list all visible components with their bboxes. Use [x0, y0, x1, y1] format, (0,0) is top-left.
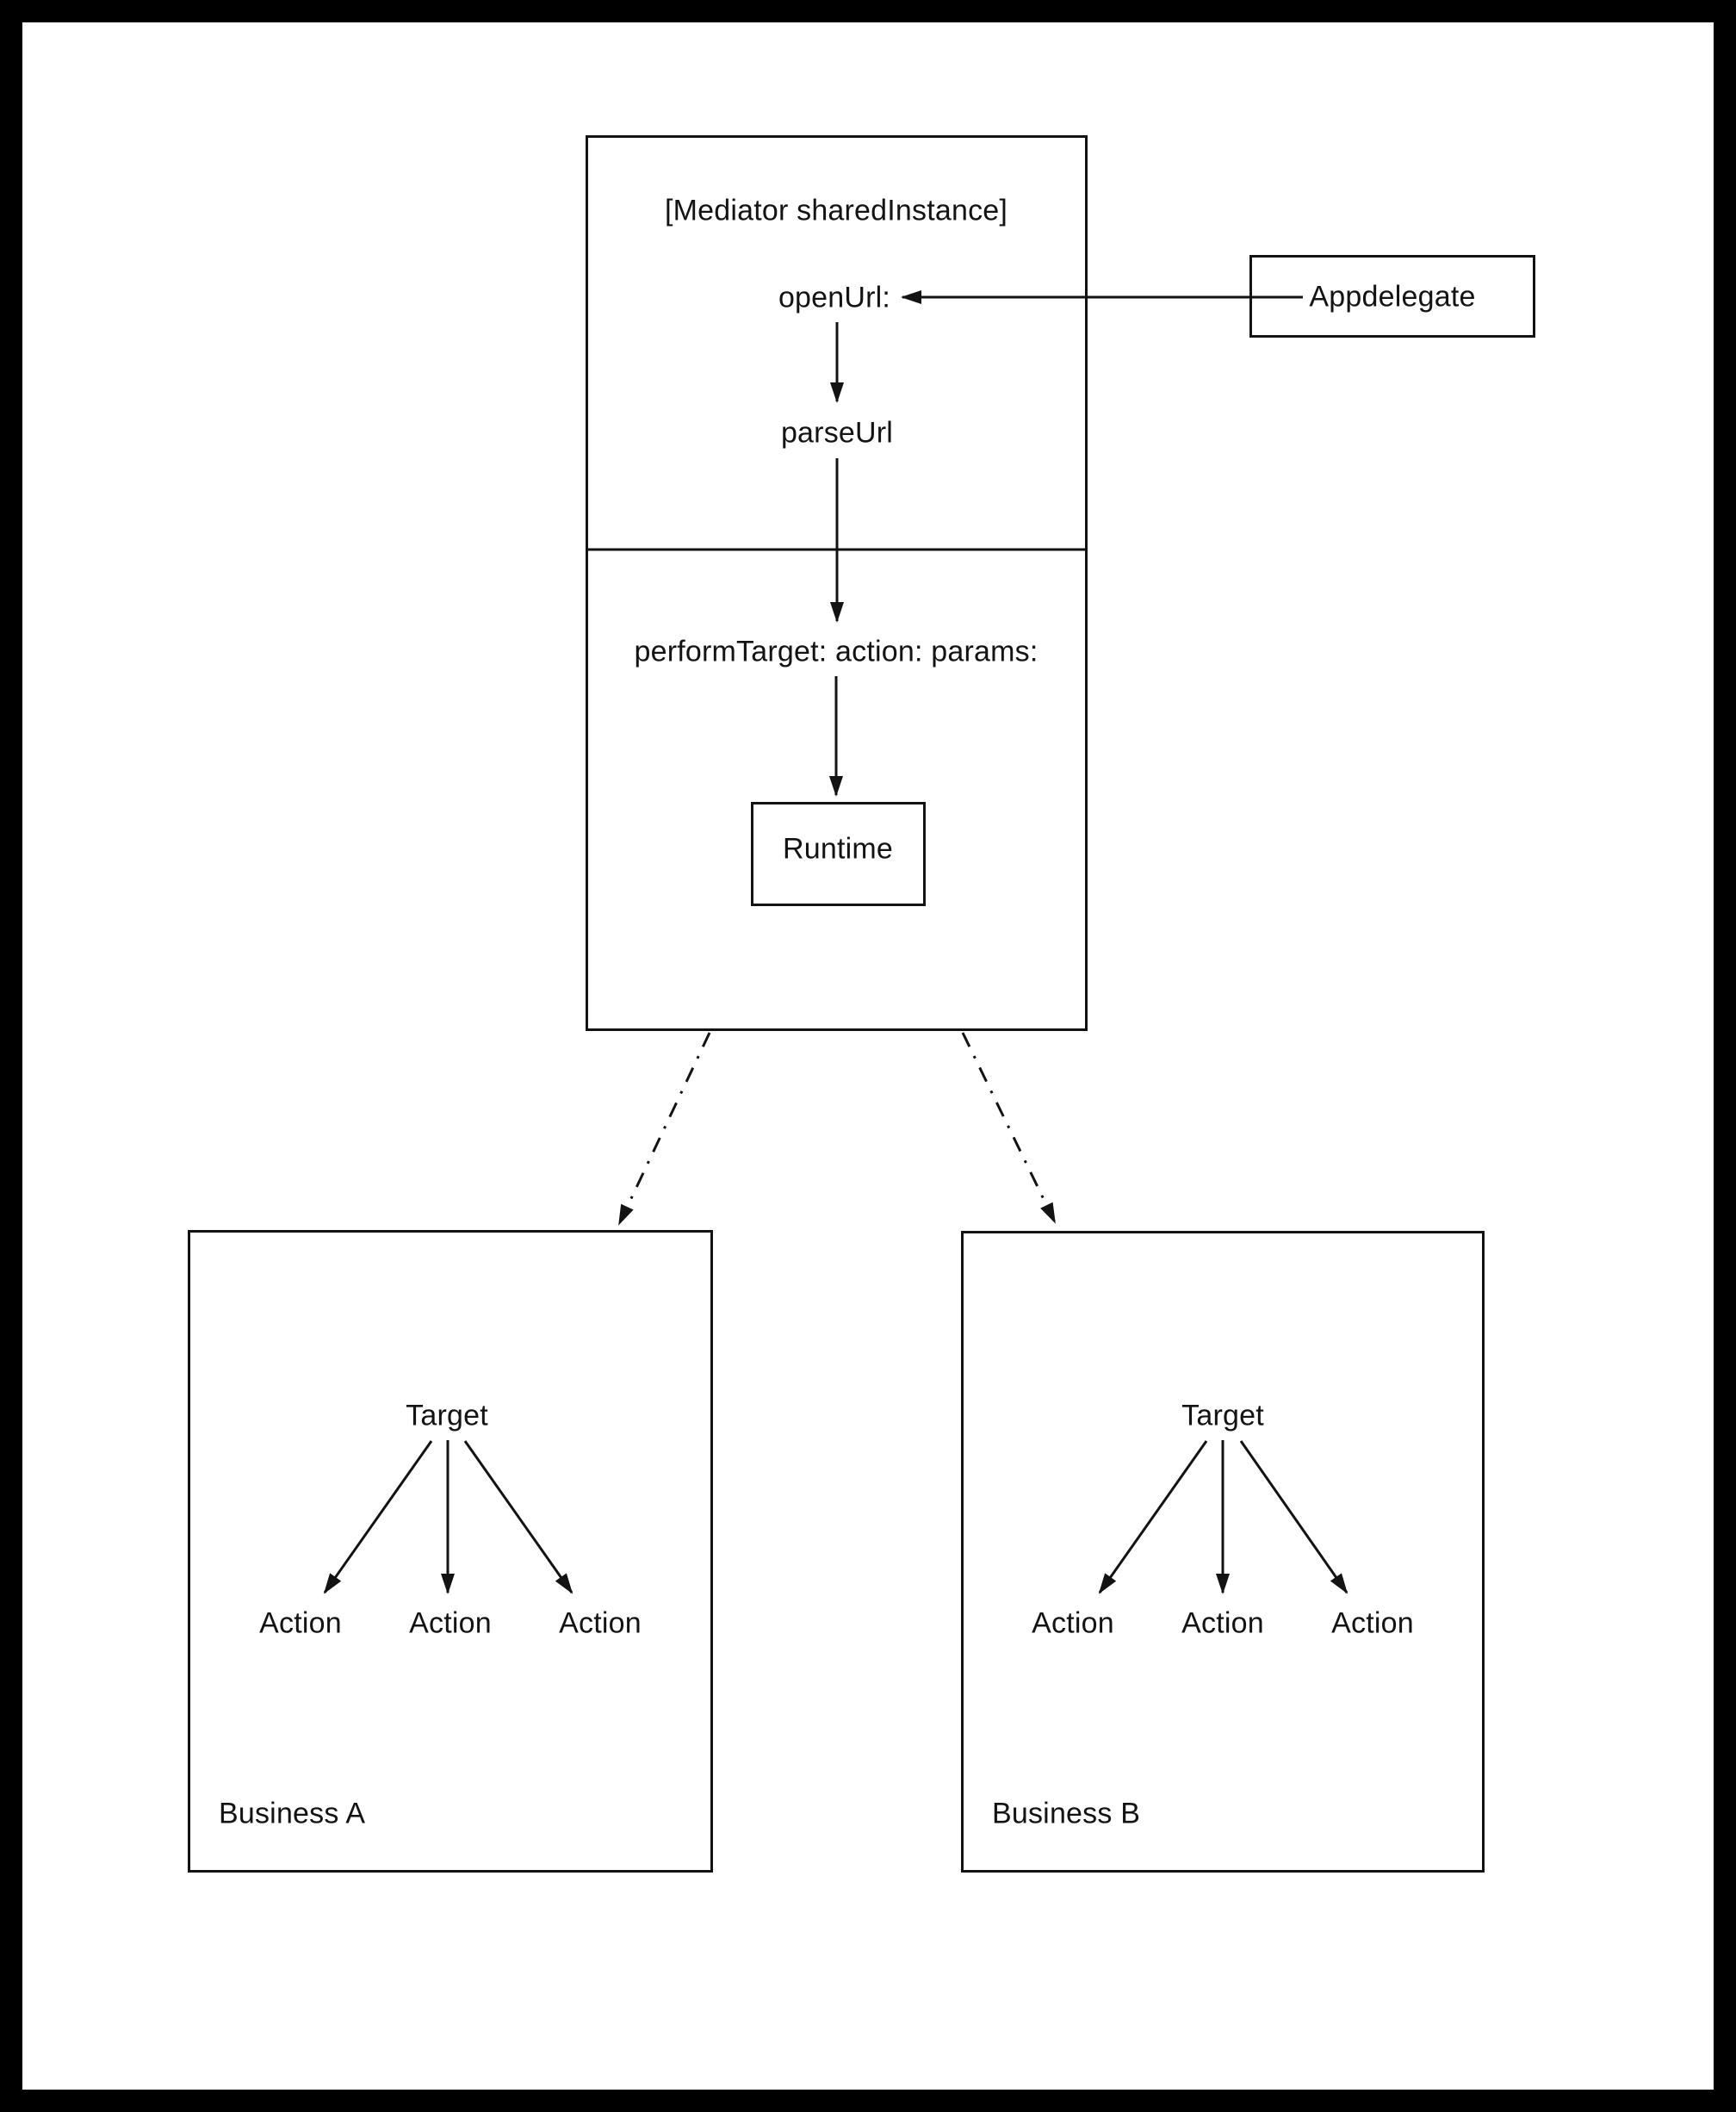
performtarget-label: performTarget: action: params: [634, 635, 1038, 668]
runtime-box [751, 802, 926, 906]
business-a-box [188, 1230, 713, 1873]
page-background [22, 22, 1714, 2090]
business-a-label: Business A [219, 1797, 366, 1830]
openurl-label: openUrl: [778, 281, 891, 314]
parseurl-label: parseUrl [780, 416, 894, 450]
business-b-label: Business B [992, 1797, 1141, 1830]
mediator-title: [Mediator sharedInstance] [664, 194, 1008, 227]
business-a-action-label-3: Action [559, 1606, 642, 1640]
business-a-target-label: Target [406, 1399, 488, 1432]
mediator-box [586, 135, 1088, 1031]
business-b-box [961, 1231, 1485, 1873]
business-b-action-label-3: Action [1331, 1606, 1414, 1640]
business-b-action-label-2: Action [1181, 1606, 1264, 1640]
business-a-action-label-2: Action [409, 1606, 492, 1640]
appdelegate-label: Appdelegate [1309, 280, 1476, 314]
business-b-action-label-1: Action [1032, 1606, 1114, 1640]
business-a-action-label-1: Action [259, 1606, 342, 1640]
business-b-target-label: Target [1181, 1399, 1264, 1432]
runtime-label: Runtime [782, 832, 894, 866]
